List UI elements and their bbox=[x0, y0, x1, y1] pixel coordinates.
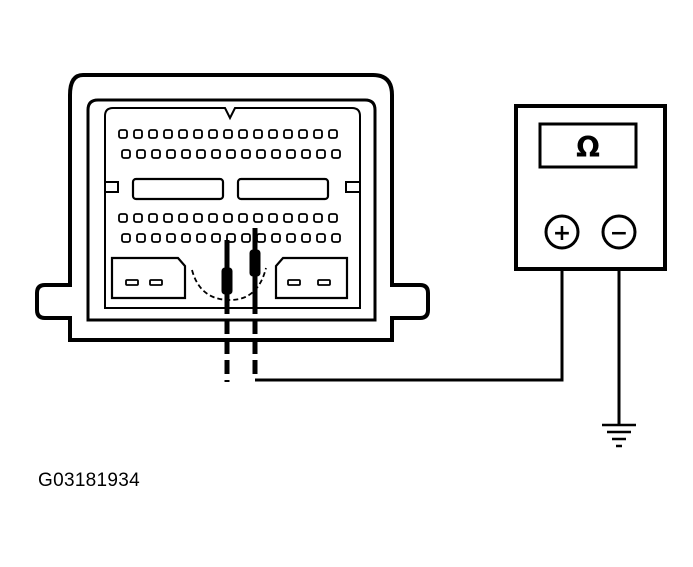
upper-pin-row-2 bbox=[121, 149, 341, 159]
lower-pin-row-2 bbox=[121, 233, 341, 243]
negative-terminal-label: − bbox=[610, 221, 628, 246]
ecu-connector bbox=[35, 73, 430, 342]
latch-slot-right bbox=[236, 177, 330, 201]
latch-slot-left bbox=[131, 177, 225, 201]
positive-terminal-label: + bbox=[553, 221, 571, 246]
figure-id: G03181934 bbox=[38, 470, 141, 491]
negative-terminal-icon bbox=[601, 214, 637, 250]
probe-1-tip bbox=[221, 267, 233, 295]
probe-2-tip bbox=[249, 249, 261, 277]
connector-inner-frame bbox=[86, 98, 377, 322]
meter-display bbox=[538, 122, 638, 169]
connector-face bbox=[104, 107, 361, 309]
ground-symbol bbox=[602, 423, 636, 448]
lead-wire-positive bbox=[255, 247, 564, 382]
latch-notch-right bbox=[345, 181, 360, 193]
test-probes bbox=[221, 228, 261, 300]
bottom-socket-right bbox=[274, 256, 349, 300]
bottom-socket-left bbox=[110, 256, 187, 300]
ohmmeter: Ω + − bbox=[514, 104, 667, 271]
latch-notch-left bbox=[105, 181, 119, 193]
connector-outer-housing bbox=[35, 73, 430, 342]
positive-terminal-icon bbox=[544, 214, 580, 250]
center-socket-arc bbox=[191, 267, 267, 301]
lower-pin-row-1 bbox=[118, 213, 338, 223]
upper-pin-row-1 bbox=[118, 129, 338, 139]
ohm-symbol: Ω bbox=[576, 131, 600, 164]
harness-wires bbox=[224, 300, 258, 382]
